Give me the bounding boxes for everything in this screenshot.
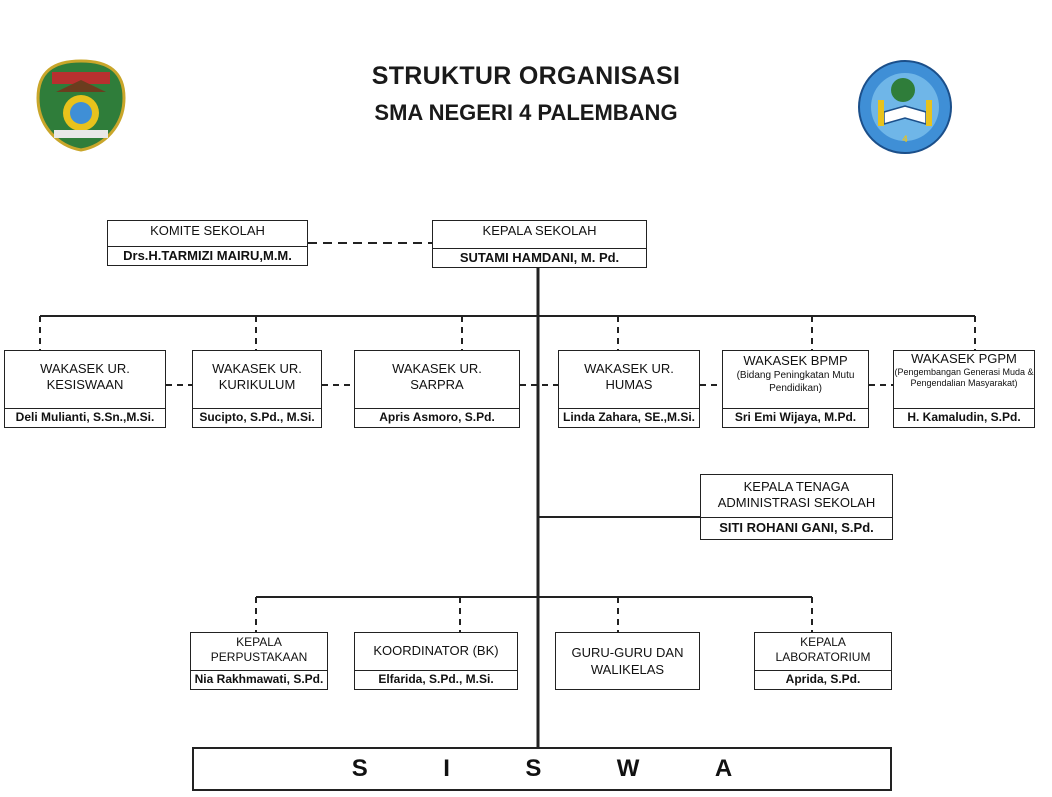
kepala-sekolah-box: KEPALA SEKOLAH SUTAMI HAMDANI, M. Pd. xyxy=(432,220,647,268)
wakasek-humas-box: WAKASEK UR.HUMAS Linda Zahara, SE.,M.Si. xyxy=(558,350,700,428)
komite-title: KOMITE SEKOLAH xyxy=(150,223,265,238)
sman4-school-logo: 4 xyxy=(858,60,952,154)
koordinator-bk-box: KOORDINATOR (BK) Elfarida, S.Pd., M.Si. xyxy=(354,632,518,690)
wakasek-kesiswaan-box: WAKASEK UR.KESISWAAN Deli Mulianti, S.Sn… xyxy=(4,350,166,428)
wakasek-title: WAKASEK PGPM(Pengembangan Generasi Muda … xyxy=(894,351,1034,388)
siswa-letter: S xyxy=(525,755,542,782)
sumsel-emblem-logo xyxy=(36,59,126,152)
wakasek-kurikulum-box: WAKASEK UR.KURIKULUM Sucipto, S.Pd., M.S… xyxy=(192,350,322,428)
wakasek-name: Linda Zahara, SE.,M.Si. xyxy=(559,408,699,427)
siswa-letter: S xyxy=(351,755,368,782)
page-title: STRUKTUR ORGANISASI xyxy=(371,62,681,90)
wakasek-title: WAKASEK UR.HUMAS xyxy=(584,361,674,392)
wakasek-name: H. Kamaludin, S.Pd. xyxy=(894,408,1034,427)
bottom-name: Nia Rakhmawati, S.Pd. xyxy=(191,670,327,689)
page-subtitle: SMA NEGERI 4 PALEMBANG xyxy=(374,100,678,125)
wakasek-sarpra-box: WAKASEK UR.SARPRA Apris Asmoro, S.Pd. xyxy=(354,350,520,428)
siswa-letter: I xyxy=(443,755,450,782)
siswa-letter: A xyxy=(714,755,733,782)
bottom-title: KOORDINATOR (BK) xyxy=(373,643,499,658)
wakasek-pgpm-box: WAKASEK PGPM(Pengembangan Generasi Muda … xyxy=(893,350,1035,428)
wakasek-name: Sri Emi Wijaya, M.Pd. xyxy=(723,408,868,427)
wakasek-name: Deli Mulianti, S.Sn.,M.Si. xyxy=(5,408,165,427)
siswa-box: S I S W A xyxy=(192,747,892,791)
bottom-name: Elfarida, S.Pd., M.Si. xyxy=(355,670,517,689)
kepsek-name: SUTAMI HAMDANI, M. Pd. xyxy=(433,248,646,267)
kepsek-title: KEPALA SEKOLAH xyxy=(482,223,597,238)
komite-sekolah-box: KOMITE SEKOLAH Drs.H.TARMIZI MAIRU,M.M. xyxy=(107,220,308,266)
wakasek-title: WAKASEK UR.KURIKULUM xyxy=(212,361,302,392)
tata-usaha-name: SITI ROHANI GANI, S.Pd. xyxy=(701,517,892,539)
wakasek-name: Sucipto, S.Pd., M.Si. xyxy=(193,408,321,427)
wakasek-name: Apris Asmoro, S.Pd. xyxy=(355,408,519,427)
bottom-name: Aprida, S.Pd. xyxy=(755,670,891,689)
siswa-letter: W xyxy=(616,755,640,782)
wakasek-title: WAKASEK UR.KESISWAAN xyxy=(40,361,130,392)
wakasek-title: WAKASEK BPMP(Bidang Peningkatan Mutu Pen… xyxy=(736,353,855,394)
komite-name: Drs.H.TARMIZI MAIRU,M.M. xyxy=(108,246,307,265)
svg-text:4: 4 xyxy=(902,134,907,144)
wakasek-bpmp-box: WAKASEK BPMP(Bidang Peningkatan Mutu Pen… xyxy=(722,350,869,428)
wakasek-title: WAKASEK UR.SARPRA xyxy=(392,361,482,392)
